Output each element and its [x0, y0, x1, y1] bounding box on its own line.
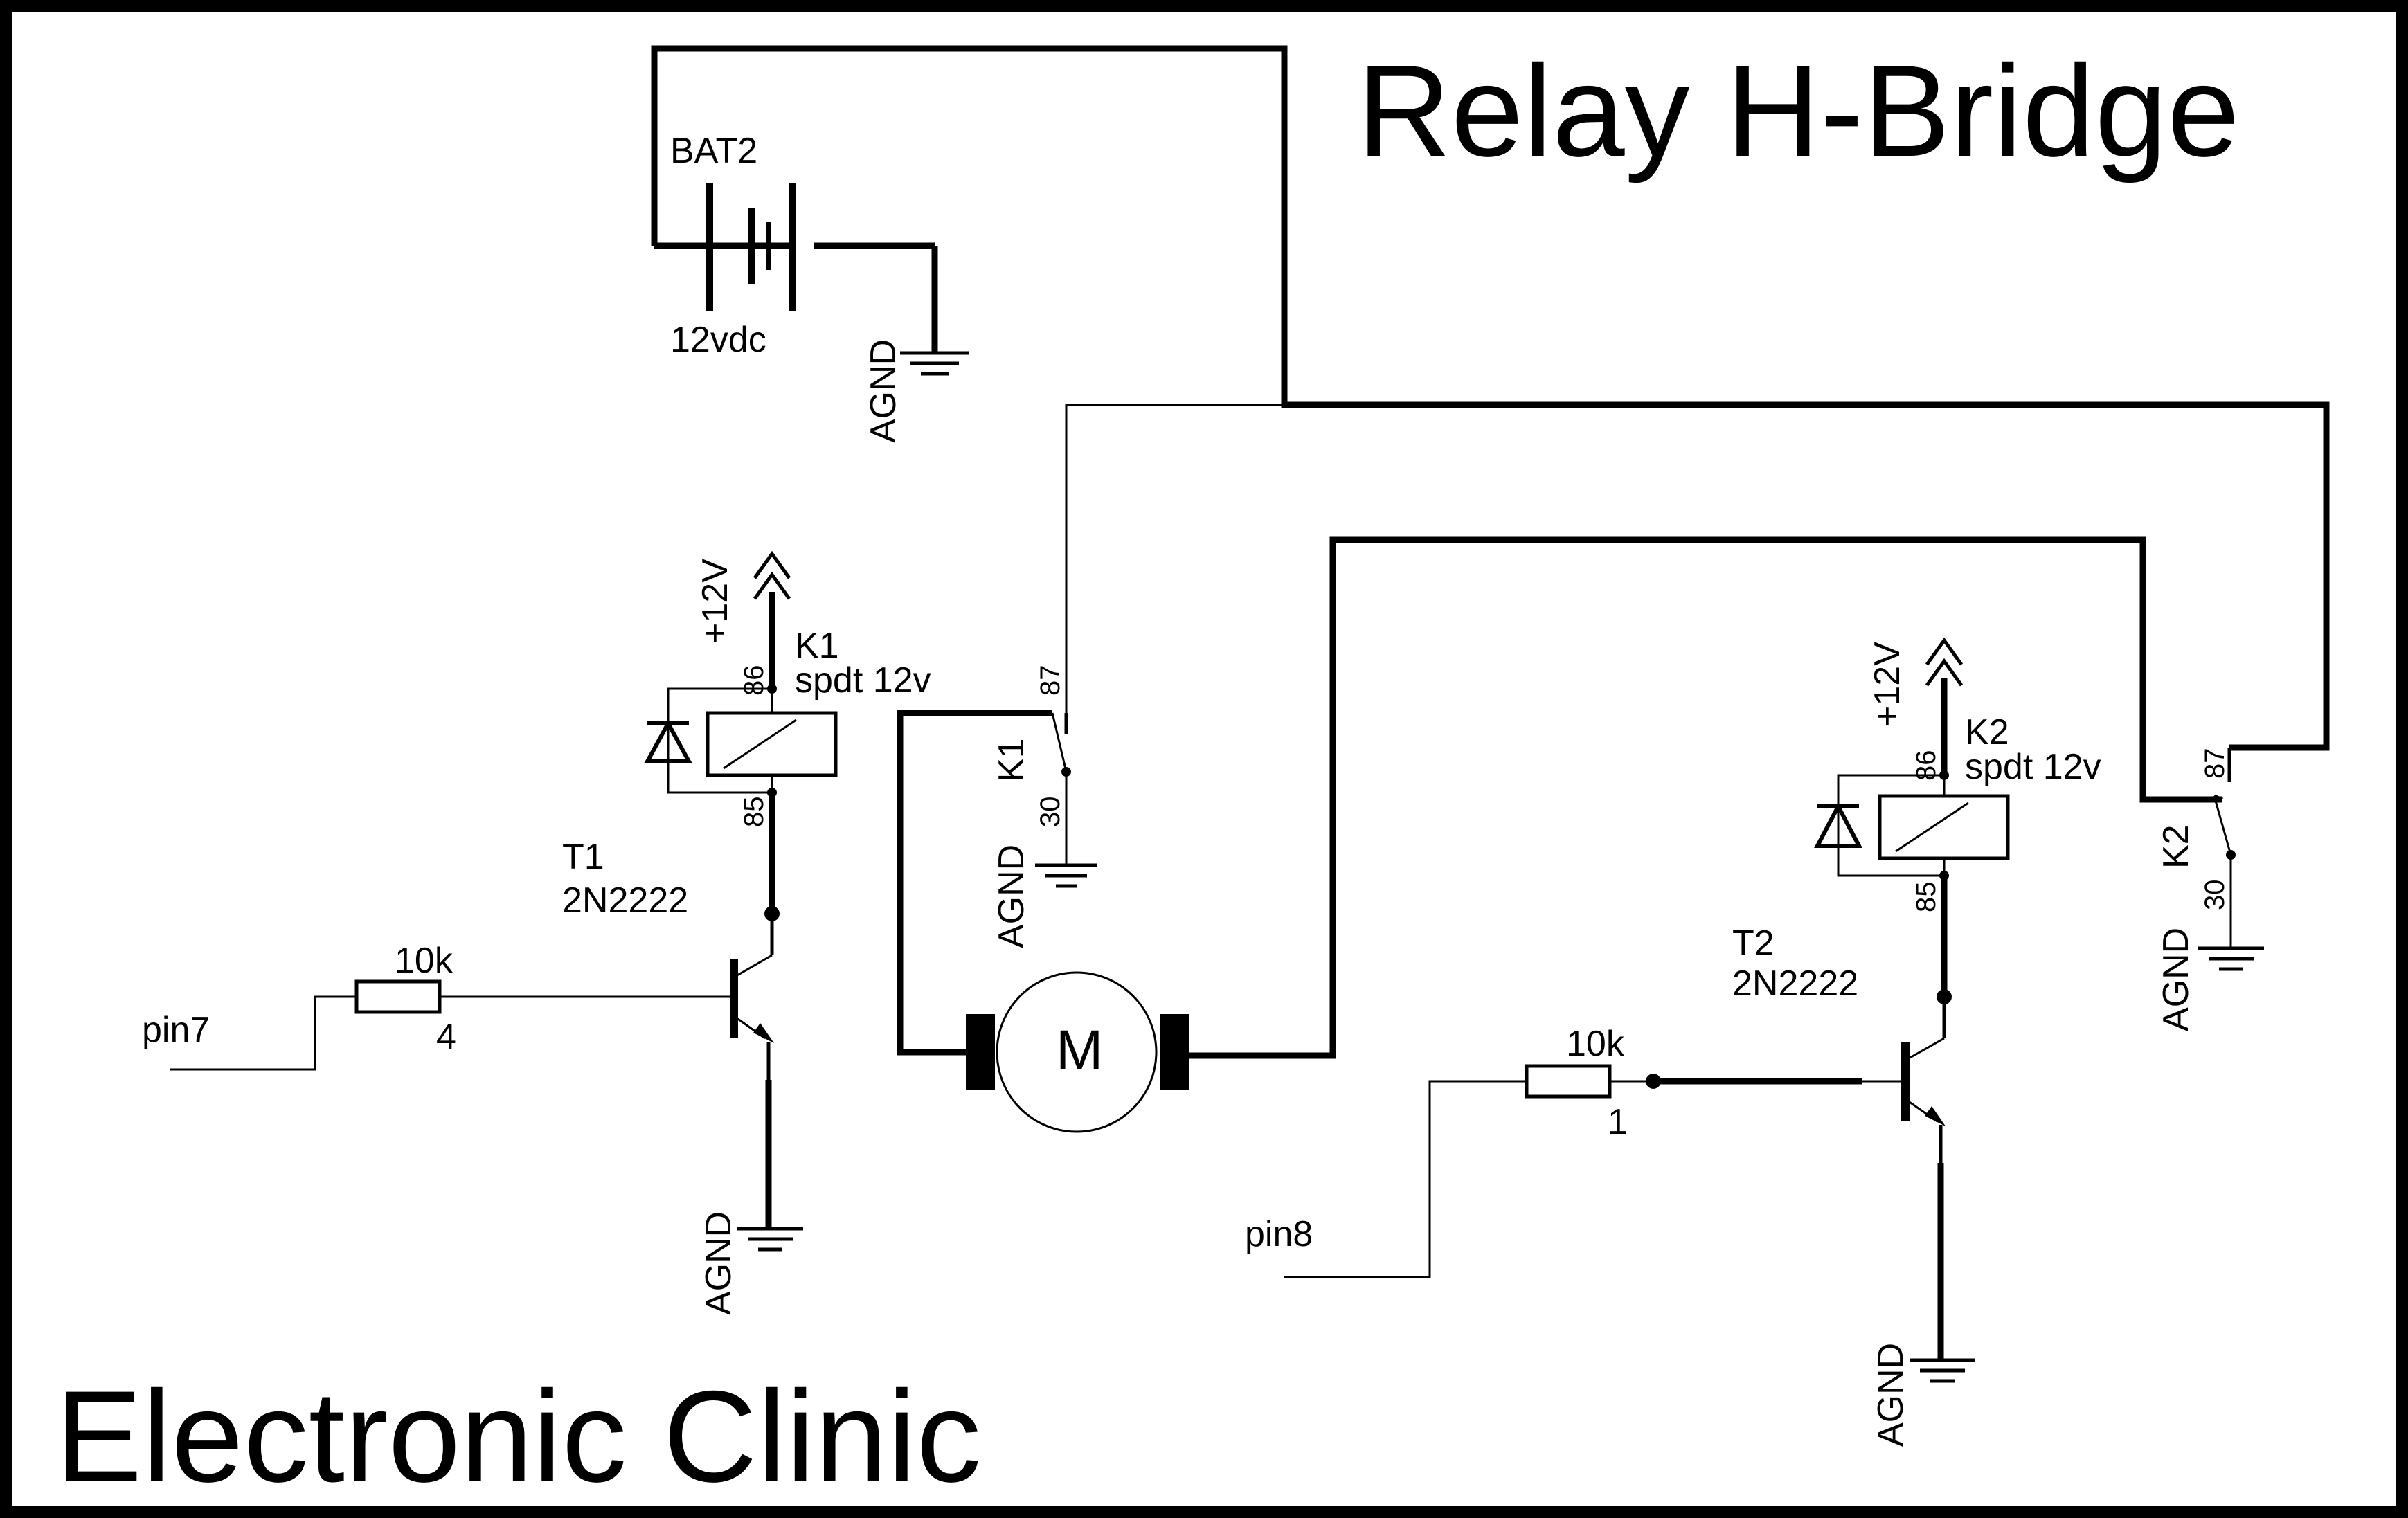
k1-pin-85: 85	[739, 797, 769, 828]
diagram-title: Relay H-Bridge	[1357, 38, 2240, 183]
ground-label: AGND	[2156, 928, 2196, 1031]
k1-pin-87: 87	[1035, 665, 1066, 696]
dc-motor: M	[897, 536, 2222, 1133]
resistor-r1: 10k 1 pin8	[1245, 1024, 1905, 1278]
k1-type: spdt 12v	[795, 660, 931, 701]
r4-value: 10k	[395, 941, 453, 981]
k2-ref: K2	[1965, 712, 2009, 752]
r1-value: 10k	[1566, 1024, 1625, 1064]
t1-ref: T1	[562, 837, 604, 877]
ground-label: AGND	[699, 1211, 739, 1315]
k1-pin-30: 30	[1035, 797, 1066, 828]
r4-pin: 4	[436, 1017, 456, 1057]
battery-value: 12vdc	[670, 320, 766, 360]
k2-contact-ref: K2	[2156, 824, 2196, 869]
k1-contact-ref: K1	[991, 738, 1032, 782]
k2-pin-87: 87	[2200, 748, 2230, 779]
relay-k2: +12V 86 85 K2 spdt 12v	[1814, 637, 2101, 913]
k1-pin-86: 86	[739, 665, 769, 696]
transistor-t1: T1 2N2222	[562, 793, 780, 1229]
battery-ref: BAT2	[670, 131, 757, 171]
battery-bat2: BAT2 12vdc	[670, 131, 938, 360]
motor-label: M	[1056, 1019, 1103, 1082]
ground-label: AGND	[1871, 1343, 1911, 1447]
ground-label: AGND	[991, 844, 1032, 948]
k2-pin-85: 85	[1911, 882, 1941, 913]
r1-pin: 1	[1608, 1102, 1628, 1142]
brand-label: Electronic Clinic	[55, 1364, 981, 1509]
ground-k1: AGND	[991, 844, 1097, 948]
k2-pin-30: 30	[2200, 880, 2230, 911]
relay-k2-contact: 87 30 K2	[2156, 748, 2236, 948]
input-pin7-label: pin7	[142, 1010, 210, 1050]
transistor-t2: T2 2N2222	[1732, 876, 1952, 1360]
t2-ref: T2	[1732, 923, 1774, 964]
k1-supply-label: +12V	[695, 559, 735, 644]
ground-t2: AGND	[1871, 1343, 1975, 1447]
ground-battery: AGND	[863, 339, 969, 443]
input-pin8-label: pin8	[1245, 1214, 1313, 1254]
k2-type: spdt 12v	[1965, 747, 2101, 787]
t2-part: 2N2222	[1732, 964, 1858, 1004]
resistor-r4: 10k 4 pin7	[142, 941, 734, 1071]
t1-part: 2N2222	[562, 880, 688, 921]
ground-k2: AGND	[2156, 928, 2264, 1031]
k1-ref: K1	[795, 626, 839, 666]
k1-no-wire	[1065, 404, 1284, 713]
relay-k1: +12V 86 85 K1 spdt 12v	[643, 550, 931, 828]
k2-supply-label: +12V	[1867, 642, 1907, 727]
ground-label: AGND	[863, 339, 904, 443]
relay-k1-contact: 87 30 K1	[991, 665, 1071, 865]
ground-t1: AGND	[699, 1211, 803, 1315]
